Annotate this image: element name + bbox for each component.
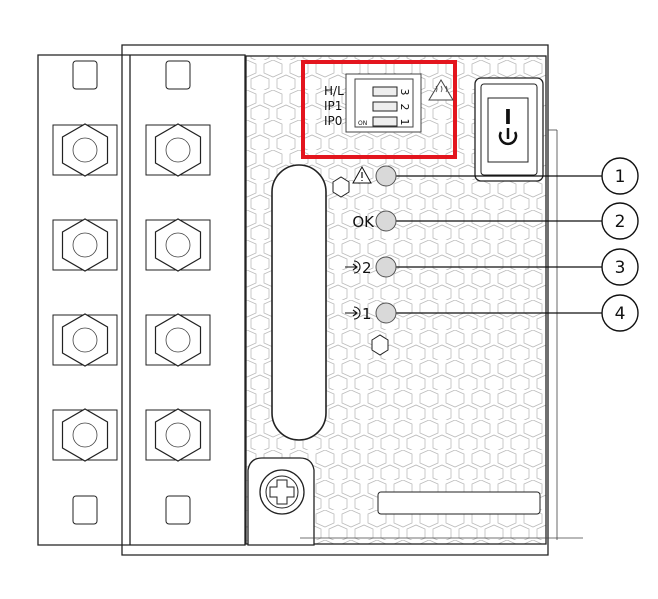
dip-pos-3: 3 bbox=[398, 89, 411, 96]
terminal-blocks bbox=[52, 60, 211, 525]
led-indicator-2: OK bbox=[352, 210, 602, 232]
dip-switch-block: H/L IP1 IP0 ON 3 2 1 bbox=[301, 60, 457, 159]
callout-2: 2 bbox=[601, 202, 639, 240]
power-icon bbox=[498, 128, 518, 146]
terminal-latch bbox=[165, 495, 191, 525]
nut-icon bbox=[332, 176, 350, 198]
input-arrow-icon bbox=[345, 306, 361, 320]
power-switch[interactable]: I bbox=[474, 77, 544, 182]
callout-number: 3 bbox=[615, 258, 626, 278]
led bbox=[375, 302, 397, 324]
callout-number: 1 bbox=[615, 167, 626, 187]
led-indicator-3: 2 bbox=[345, 256, 602, 278]
led-label: 1 bbox=[362, 305, 372, 323]
power-on-symbol: I bbox=[504, 105, 511, 129]
dip-toggle-2[interactable] bbox=[372, 101, 398, 112]
callout-number: 4 bbox=[615, 304, 626, 324]
terminal-latch bbox=[72, 60, 98, 90]
terminal-nut-icon[interactable] bbox=[61, 408, 109, 462]
callout-3: 3 bbox=[601, 248, 639, 286]
terminal-nut-icon[interactable] bbox=[154, 218, 202, 272]
housing-outline bbox=[121, 44, 549, 556]
dip-toggle-1[interactable] bbox=[372, 116, 398, 127]
handle-slot[interactable] bbox=[271, 164, 327, 441]
label-slot bbox=[377, 491, 541, 515]
dip-label-ip1: IP1 bbox=[324, 99, 342, 113]
terminal-latch bbox=[165, 60, 191, 90]
dip-label-hl: H/L bbox=[324, 84, 344, 98]
terminal-section bbox=[37, 54, 246, 546]
hot-surface-warning-icon bbox=[428, 79, 454, 101]
led-indicator-1: ⚠ bbox=[0, 0, 602, 187]
terminal-nut-icon[interactable] bbox=[154, 123, 202, 177]
input-arrow-icon bbox=[345, 260, 361, 274]
terminal-nut-icon[interactable] bbox=[61, 218, 109, 272]
nut-icon bbox=[371, 334, 389, 356]
led-label: 2 bbox=[362, 259, 372, 277]
terminal-nut-icon[interactable] bbox=[154, 313, 202, 367]
dip-on-label: ON bbox=[358, 120, 367, 127]
warning-icon bbox=[352, 165, 372, 184]
led bbox=[375, 256, 397, 278]
terminal-nut-icon[interactable] bbox=[61, 123, 109, 177]
callout-1: 1 bbox=[601, 157, 639, 195]
led bbox=[375, 165, 397, 187]
led bbox=[375, 210, 397, 232]
dip-pos-2: 2 bbox=[398, 104, 411, 111]
callout-4: 4 bbox=[601, 294, 639, 332]
screw-icon[interactable] bbox=[259, 469, 305, 515]
led-label: ⚠ bbox=[0, 0, 1, 1]
terminal-nut-icon[interactable] bbox=[61, 313, 109, 367]
dip-highlight-box bbox=[301, 60, 457, 159]
terminal-nut-icon[interactable] bbox=[154, 408, 202, 462]
dip-label-ip0: IP0 bbox=[324, 114, 342, 128]
callout-number: 2 bbox=[615, 212, 626, 232]
led-indicator-4: 1 bbox=[345, 302, 602, 324]
led-label: OK bbox=[352, 213, 375, 231]
dip-toggle-3[interactable] bbox=[372, 86, 398, 97]
terminal-latch bbox=[72, 495, 98, 525]
dip-pos-1: 1 bbox=[398, 119, 411, 126]
